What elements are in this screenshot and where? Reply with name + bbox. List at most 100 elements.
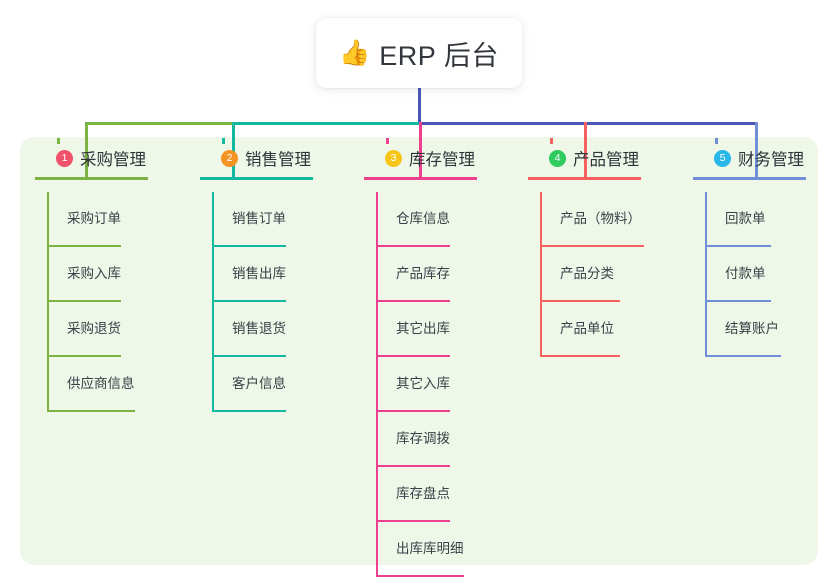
branch-number-badge: 3 xyxy=(385,149,402,167)
item-stem-connector xyxy=(212,247,214,302)
bus-blue xyxy=(419,122,755,125)
branch-tick-2 xyxy=(222,138,225,144)
item-underline xyxy=(376,575,464,577)
item-underline xyxy=(705,245,771,247)
item-stem-connector xyxy=(376,192,378,247)
branch-drop-5 xyxy=(755,122,758,177)
branch-item-label: 客户信息 xyxy=(232,376,286,391)
branch-underline xyxy=(528,177,641,180)
item-underline xyxy=(212,410,286,412)
branch-item-label: 其它出库 xyxy=(396,321,450,336)
item-stem-connector xyxy=(705,247,707,302)
item-stem-connector xyxy=(212,302,214,357)
item-underline xyxy=(212,300,286,302)
item-stem-connector xyxy=(540,247,542,302)
item-underline xyxy=(376,410,450,412)
item-underline xyxy=(540,300,620,302)
branch-drop-1 xyxy=(85,122,88,177)
item-underline xyxy=(540,245,644,247)
branch-underline xyxy=(364,177,477,180)
bus-teal xyxy=(232,122,419,125)
item-stem-connector xyxy=(376,412,378,467)
branch-item-label: 库存盘点 xyxy=(396,486,450,501)
item-underline xyxy=(212,355,286,357)
root-node-title: ERP 后台 xyxy=(379,40,499,71)
branch-item-label: 结算账户 xyxy=(725,321,779,336)
thumbs-up-icon: 👍 xyxy=(339,38,371,67)
item-underline xyxy=(212,245,286,247)
branch-item-label: 销售订单 xyxy=(232,211,286,226)
branch-column-5: 5 财务管理回款单付款单结算账户 xyxy=(693,145,806,357)
item-stem-connector xyxy=(212,192,214,247)
branch-number-badge: 5 xyxy=(714,149,731,167)
item-underline xyxy=(47,410,135,412)
branch-item-label: 库存调拨 xyxy=(396,431,450,446)
branch-underline xyxy=(693,177,806,180)
item-stem-connector xyxy=(376,522,378,577)
branch-header-3[interactable]: 3 库存管理 xyxy=(364,145,475,171)
root-stem-connector xyxy=(418,88,421,125)
item-underline xyxy=(540,355,620,357)
branch-title: 销售管理 xyxy=(245,151,311,169)
branch-item-label: 产品库存 xyxy=(396,266,450,281)
branch-item-label: 回款单 xyxy=(725,211,766,226)
diagram-background-panel xyxy=(20,137,818,565)
item-stem-connector xyxy=(47,247,49,302)
branch-tick-3 xyxy=(386,138,389,144)
item-underline xyxy=(705,300,771,302)
branch-tick-1 xyxy=(57,138,60,144)
item-stem-connector xyxy=(47,357,49,412)
branch-tick-4 xyxy=(550,138,553,144)
branch-underline xyxy=(35,177,148,180)
item-stem-connector xyxy=(212,357,214,412)
item-underline xyxy=(376,465,450,467)
item-stem-connector xyxy=(47,192,49,247)
branch-drop-4 xyxy=(584,122,587,177)
branch-title: 财务管理 xyxy=(738,151,804,169)
branch-item-label: 产品分类 xyxy=(560,266,614,281)
item-stem-connector xyxy=(705,192,707,247)
branch-item-label: 销售退货 xyxy=(232,321,286,336)
branch-title: 库存管理 xyxy=(409,151,475,169)
branch-number-badge: 4 xyxy=(549,149,566,167)
branch-header-5[interactable]: 5 财务管理 xyxy=(693,145,804,171)
item-stem-connector xyxy=(376,357,378,412)
item-underline xyxy=(376,300,450,302)
item-stem-connector xyxy=(47,302,49,357)
branch-number-badge: 2 xyxy=(221,149,238,167)
branch-number-badge: 1 xyxy=(56,149,73,167)
item-underline xyxy=(705,355,781,357)
root-node-erp[interactable]: 👍 ERP 后台 xyxy=(316,18,522,88)
branch-item-label: 仓库信息 xyxy=(396,211,450,226)
item-stem-connector xyxy=(376,302,378,357)
branch-drop-3 xyxy=(419,122,422,177)
branch-item-label: 采购订单 xyxy=(67,211,121,226)
item-underline xyxy=(47,355,121,357)
branch-tick-5 xyxy=(715,138,718,144)
branch-item-label: 采购入库 xyxy=(67,266,121,281)
branch-drop-2 xyxy=(232,122,235,177)
branch-item-label: 其它入库 xyxy=(396,376,450,391)
item-underline xyxy=(47,300,121,302)
item-stem-connector xyxy=(705,302,707,357)
branch-header-2[interactable]: 2 销售管理 xyxy=(200,145,311,171)
branch-header-1[interactable]: 1 采购管理 xyxy=(35,145,146,171)
branch-item-label: 采购退货 xyxy=(67,321,121,336)
branch-column-3: 3 库存管理仓库信息产品库存其它出库其它入库库存调拨库存盘点出库库明细 xyxy=(364,145,477,577)
item-underline xyxy=(376,245,450,247)
item-underline xyxy=(376,355,450,357)
branch-title: 采购管理 xyxy=(80,151,146,169)
bus-green xyxy=(85,122,232,125)
item-stem-connector xyxy=(376,467,378,522)
branch-item-label: 产品单位 xyxy=(560,321,614,336)
branch-item-label: 出库库明细 xyxy=(396,541,464,556)
branch-item-label: 付款单 xyxy=(725,266,766,281)
item-stem-connector xyxy=(540,302,542,357)
branch-underline xyxy=(200,177,313,180)
item-stem-connector xyxy=(376,247,378,302)
